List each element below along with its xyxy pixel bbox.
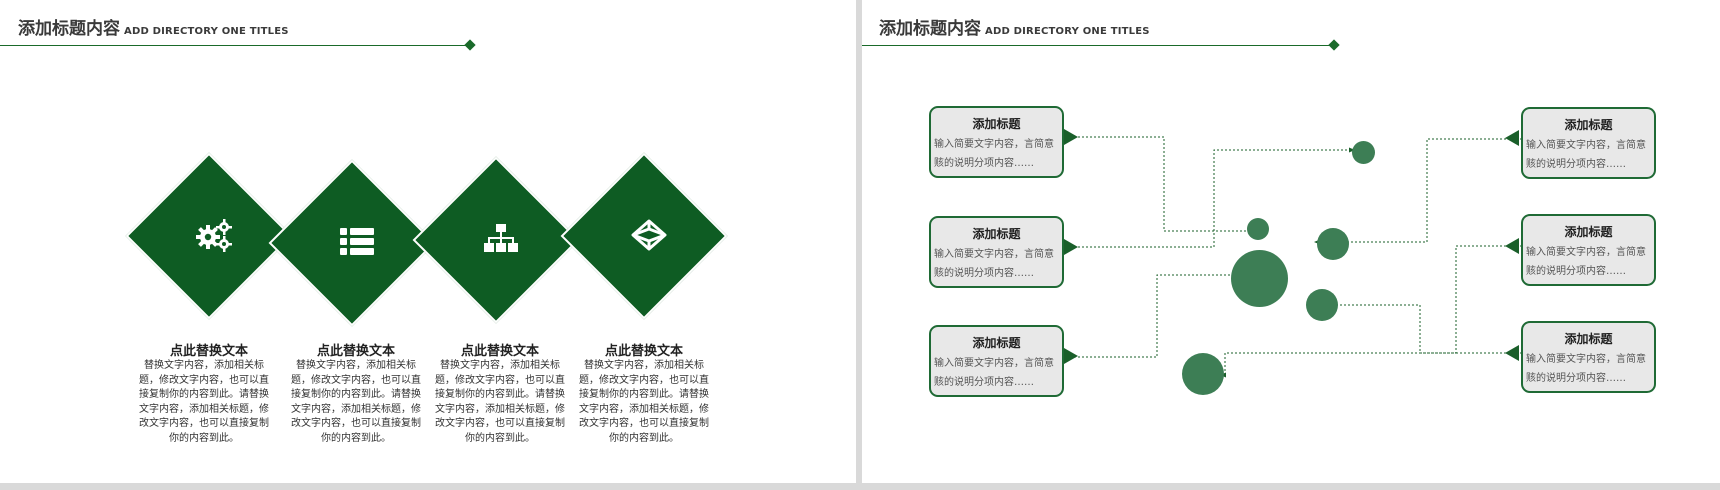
- card-right-3: 添加标题 输入简要文字内容，言简意赅的说明分项内容……: [1521, 321, 1656, 393]
- circle-node: [1182, 353, 1224, 395]
- circle-node: [1247, 218, 1269, 240]
- card-title: 添加标题: [1564, 332, 1613, 346]
- title-underline: [0, 45, 468, 46]
- card-text: 输入简要文字内容，言简意赅的说明分项内容……: [1526, 354, 1646, 384]
- card-left-1: 添加标题 输入简要文字内容，言简意赅的说明分项内容……: [929, 106, 1064, 178]
- card-title: 添加标题: [1564, 118, 1613, 132]
- item-text-3: 替换文字内容，添加相关标题，修改文字内容，也可以直接复制你的内容到此。请替换文字…: [435, 360, 565, 444]
- circle-node: [1317, 228, 1349, 260]
- gears-icon: [184, 205, 244, 265]
- item-title-1: 点此替换文本: [169, 344, 248, 359]
- item-title-4: 点此替换文本: [604, 344, 683, 359]
- org-chart-icon: [471, 209, 531, 269]
- item-text-2: 替换文字内容，添加相关标题，修改文字内容，也可以直接复制你的内容到此。请替换文字…: [291, 360, 421, 444]
- card-right-2: 添加标题 输入简要文字内容，言简意赅的说明分项内容……: [1521, 214, 1656, 286]
- card-pointer: [1064, 129, 1078, 145]
- card-title: 添加标题: [1564, 225, 1613, 239]
- title-underline: [862, 45, 1330, 46]
- title-diamond-marker: [464, 39, 476, 51]
- circle-node: [1352, 141, 1375, 164]
- slide-subtitle: ADD DIRECTORY ONE TITLES: [985, 26, 1150, 37]
- cube-icon: [619, 205, 679, 265]
- slide-subtitle: ADD DIRECTORY ONE TITLES: [124, 26, 289, 37]
- card-text: 输入简要文字内容，言简意赅的说明分项内容……: [934, 249, 1054, 279]
- item-text-1: 替换文字内容，添加相关标题，修改文字内容，也可以直接复制你的内容到此。请替换文字…: [139, 360, 269, 444]
- card-text: 输入简要文字内容，言简意赅的说明分项内容……: [934, 139, 1054, 169]
- item-text-4: 替换文字内容，添加相关标题，修改文字内容，也可以直接复制你的内容到此。请替换文字…: [579, 360, 709, 444]
- card-pointer: [1505, 130, 1519, 146]
- circle-node: [1306, 289, 1338, 321]
- card-pointer: [1505, 345, 1519, 361]
- item-title-2: 点此替换文本: [316, 344, 395, 359]
- list-icon: [327, 212, 387, 272]
- card-title: 添加标题: [972, 336, 1021, 350]
- card-text: 输入简要文字内容，言简意赅的说明分项内容……: [1526, 247, 1646, 277]
- card-pointer: [1505, 238, 1519, 254]
- card-title: 添加标题: [972, 117, 1021, 131]
- card-left-2: 添加标题 输入简要文字内容，言简意赅的说明分项内容……: [929, 216, 1064, 288]
- card-pointer: [1064, 348, 1078, 364]
- card-title: 添加标题: [972, 227, 1021, 241]
- circle-node: [1231, 250, 1288, 307]
- card-right-1: 添加标题 输入简要文字内容，言简意赅的说明分项内容……: [1521, 107, 1656, 179]
- card-text: 输入简要文字内容，言简意赅的说明分项内容……: [1526, 140, 1646, 170]
- card-pointer: [1064, 239, 1078, 255]
- item-title-3: 点此替换文本: [460, 344, 539, 359]
- card-left-3: 添加标题 输入简要文字内容，言简意赅的说明分项内容……: [929, 325, 1064, 397]
- card-text: 输入简要文字内容，言简意赅的说明分项内容……: [934, 358, 1054, 388]
